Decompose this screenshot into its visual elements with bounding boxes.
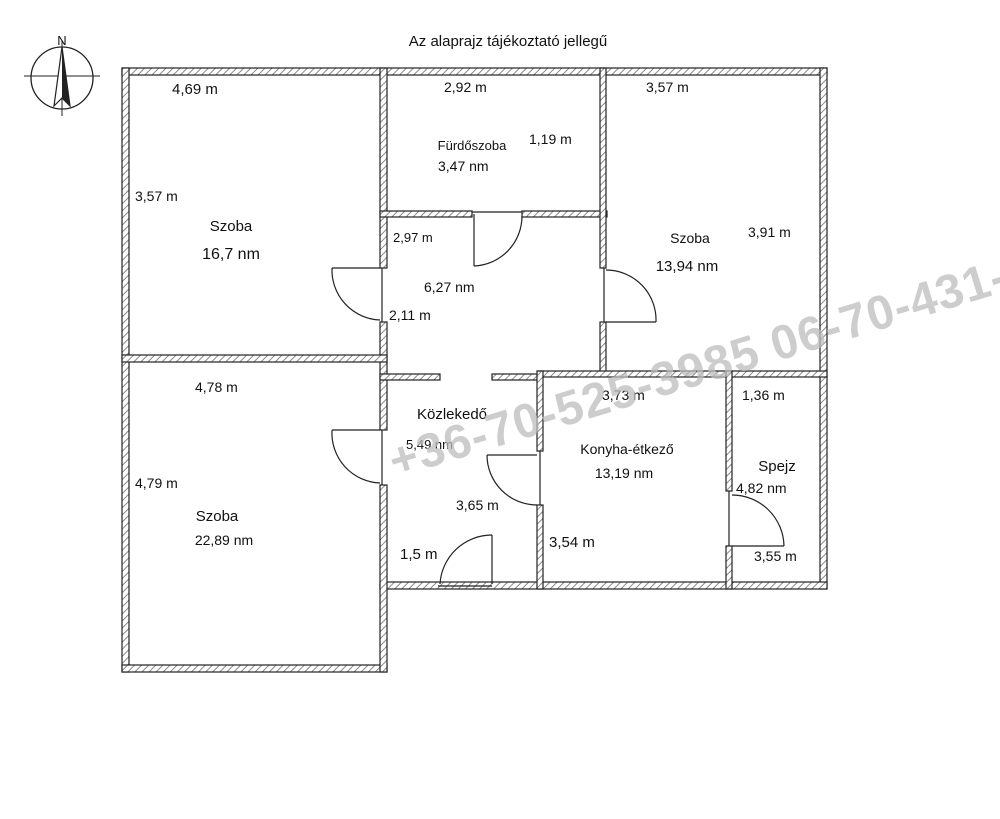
- doors: [331, 211, 785, 587]
- room-szoba-sw: 4,78 m 4,79 m Szoba 22,89 nm: [135, 379, 253, 548]
- wall-hall-divider-a: [379, 373, 441, 381]
- door-kitchen: [486, 451, 541, 506]
- plan-title: Az alaprajz tájékoztató jellegű: [409, 33, 607, 50]
- wall-spejz-left-top: [725, 370, 733, 492]
- door-szoba-nw: [331, 267, 383, 322]
- room-kozlekedo: Közlekedő 5,49 nm 3,65 m 1,5 m: [400, 406, 499, 563]
- door-spejz: [728, 491, 785, 547]
- room-szoba-nw: 4,69 m 3,57 m Szoba 16,7 nm: [135, 81, 260, 263]
- wall-bath-bottom-2: [521, 210, 608, 218]
- wall-bath-bottom: [379, 210, 473, 218]
- room-area: 5,49 nm: [406, 437, 453, 452]
- room-dim-a: 4,78 m: [195, 379, 238, 395]
- room-dim-a: 2,92 m: [444, 79, 487, 95]
- room-dim-b: 1,19 m: [529, 131, 572, 147]
- door-bath: [472, 211, 523, 267]
- room-dim-b: 3,54 m: [549, 534, 595, 551]
- wall-left-middle: [121, 354, 388, 363]
- north-label: N: [57, 33, 66, 48]
- wall-center-right-top: [599, 67, 607, 269]
- room-dim-a: 3,73 m: [602, 387, 645, 403]
- room-dim-a: 3,57 m: [646, 79, 689, 95]
- room-dim-b: 2,11 m: [389, 307, 431, 323]
- room-dim-a: 3,65 m: [456, 497, 499, 513]
- room-hall-small: 2,97 m 6,27 nm 2,11 m: [389, 230, 475, 323]
- room-name: Spejz: [758, 458, 796, 475]
- room-area: 3,47 nm: [438, 158, 489, 174]
- north-arrow-compass-icon: N: [24, 33, 100, 116]
- wall-left-center-low: [379, 484, 388, 673]
- walls: [121, 67, 828, 673]
- room-name: Közlekedő: [417, 406, 487, 423]
- room-name: Fürdőszoba: [438, 138, 507, 153]
- room-name: Szoba: [210, 218, 253, 235]
- door-szoba-ne: [603, 268, 657, 323]
- room-dim-a: 2,97 m: [393, 230, 433, 245]
- door-entrance: [438, 534, 493, 587]
- wall-left-center-top: [379, 67, 388, 269]
- room-area: 13,94 nm: [656, 258, 719, 275]
- room-area: 6,27 nm: [424, 279, 475, 295]
- wall-outer-top: [121, 67, 828, 76]
- room-dim-b: 4,79 m: [135, 475, 178, 491]
- room-furdoszoba: 2,92 m Fürdőszoba 1,19 m 3,47 nm: [438, 79, 572, 174]
- wall-center-right-low: [599, 321, 607, 373]
- room-dim-b: 3,91 m: [748, 224, 791, 240]
- room-area: 4,82 nm: [736, 480, 787, 496]
- wall-kitchen-left-low: [536, 504, 544, 590]
- phone-watermark: +36-70-525-3985 06-70-431-6: [383, 242, 1000, 489]
- room-dim-a: 1,36 m: [742, 387, 785, 403]
- room-konyha: 3,73 m Konyha-étkező 13,19 nm 3,54 m: [549, 387, 674, 551]
- room-name: Szoba: [670, 230, 710, 246]
- room-dim-b: 1,5 m: [400, 546, 438, 563]
- wall-outer-left: [121, 67, 130, 673]
- wall-hall-divider-b: [491, 373, 543, 381]
- room-dim-b: 3,55 m: [754, 548, 797, 564]
- room-area: 16,7 nm: [202, 246, 260, 263]
- wall-spejz-left-low: [725, 545, 733, 590]
- room-area: 22,89 nm: [195, 532, 253, 548]
- wall-bottom-left: [121, 664, 388, 673]
- room-spejz: 1,36 m Spejz 4,82 nm 3,55 m: [736, 387, 797, 564]
- door-szoba-sw: [331, 429, 383, 485]
- room-dim-a: 4,69 m: [172, 81, 218, 98]
- room-szoba-ne: 3,57 m Szoba 3,91 m 13,94 nm: [646, 79, 791, 275]
- room-name: Szoba: [196, 508, 239, 525]
- room-area: 13,19 nm: [595, 465, 653, 481]
- room-dim-b: 3,57 m: [135, 188, 178, 204]
- room-name: Konyha-étkező: [580, 441, 674, 457]
